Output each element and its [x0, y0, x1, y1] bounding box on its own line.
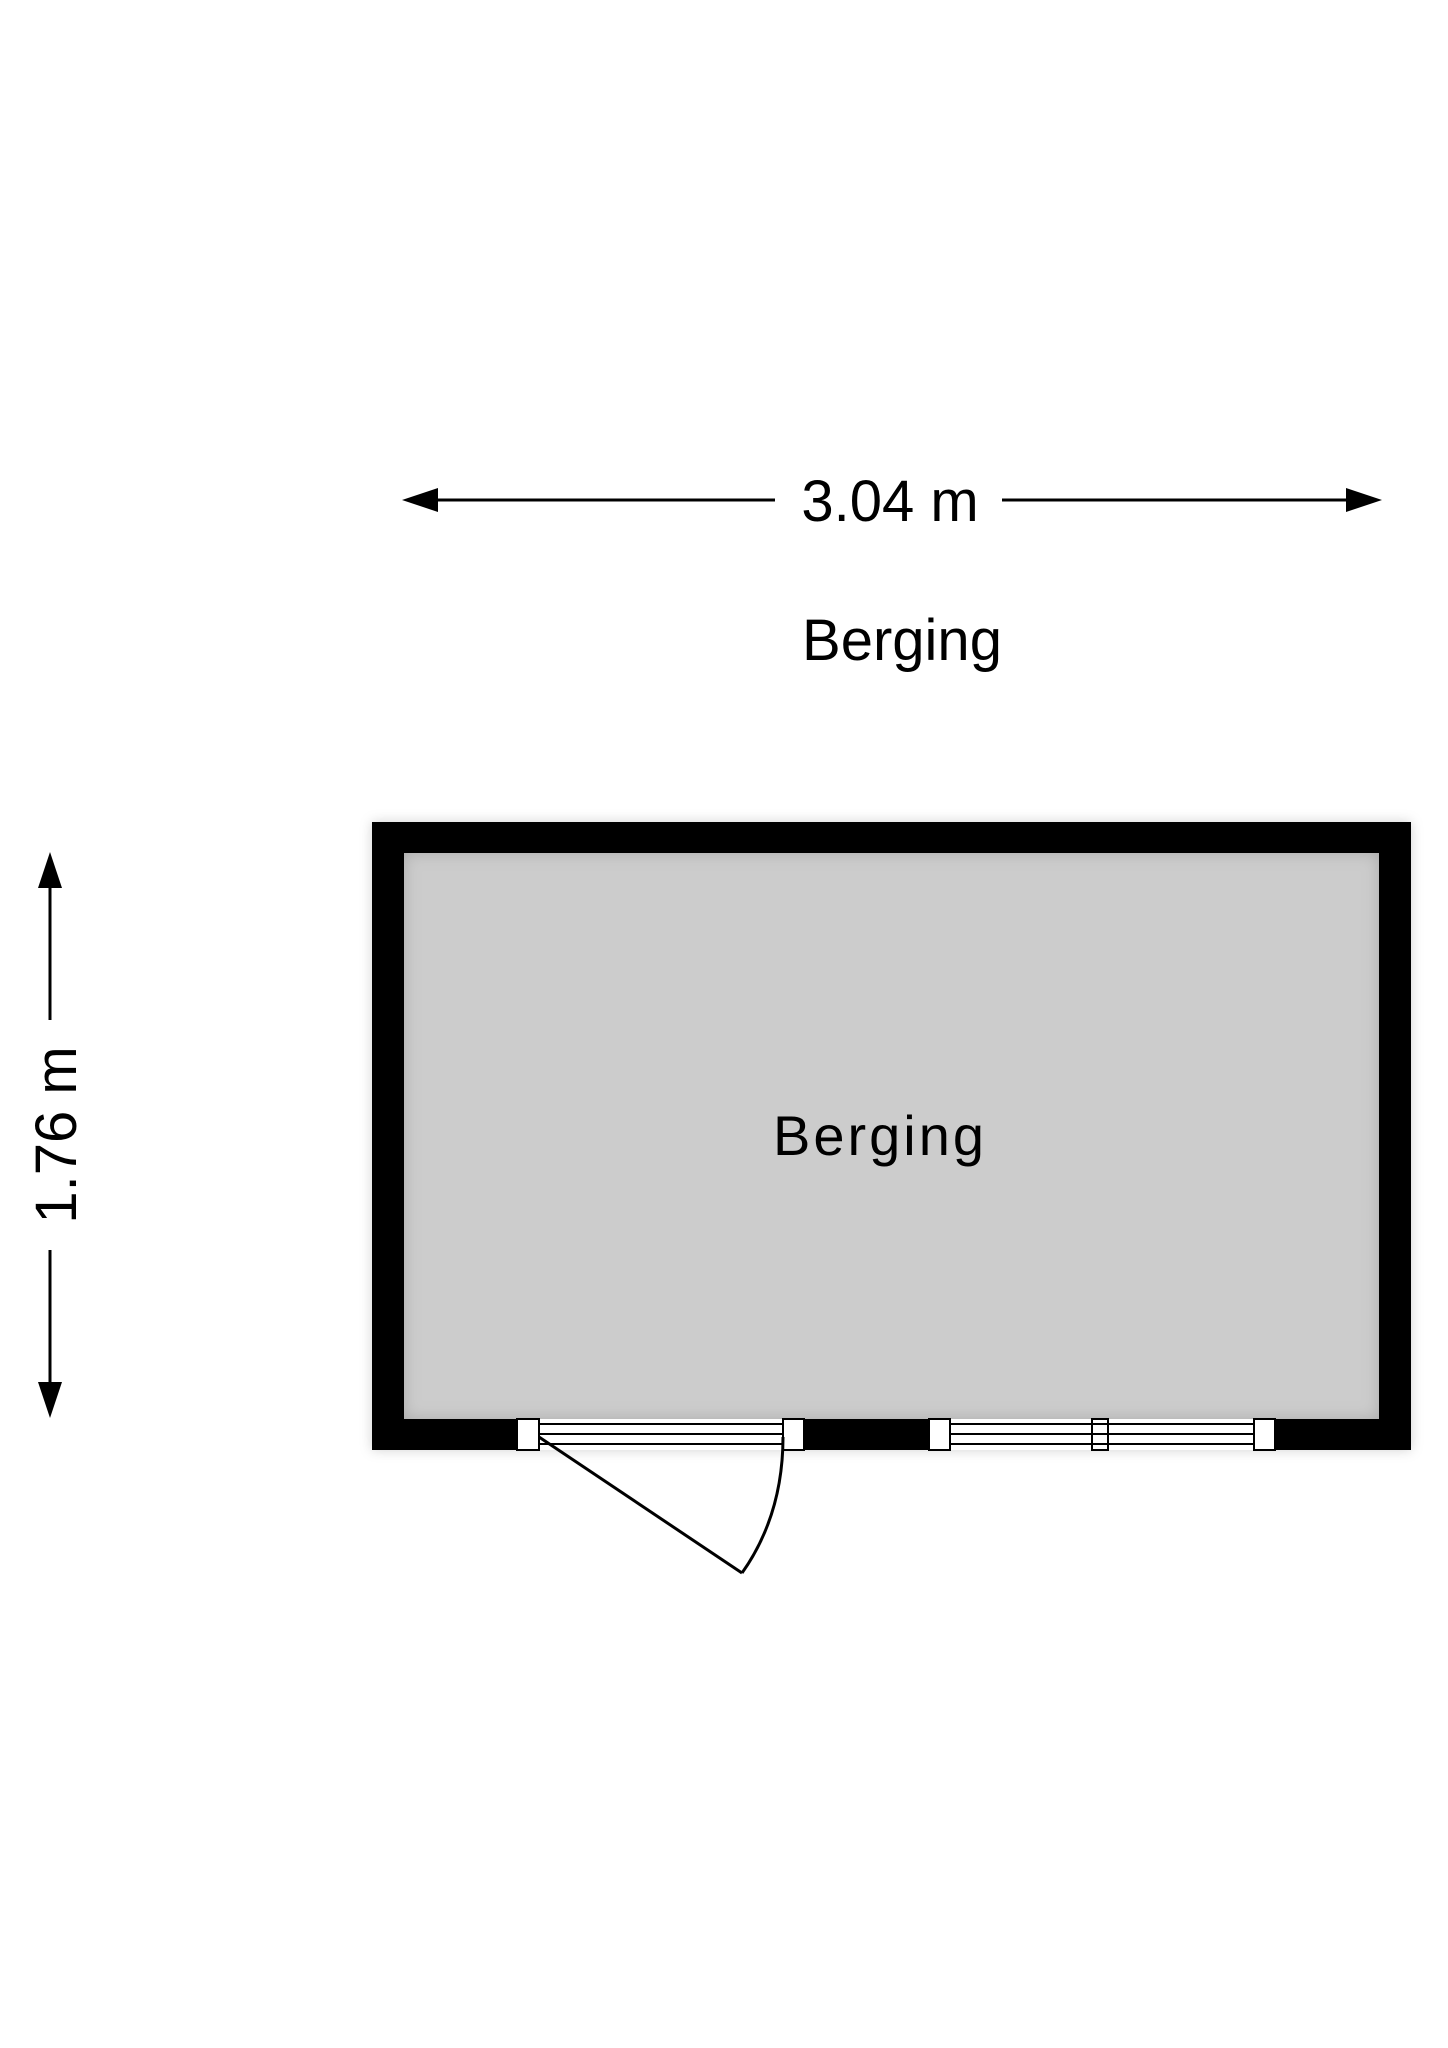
door-leaf [538, 1435, 743, 1575]
width-dimension-label: 3.04 m [801, 469, 978, 534]
room-label: Berging [773, 1104, 987, 1167]
room-berging: Berging [372, 822, 1411, 1450]
door-jamb-right [782, 1418, 805, 1451]
height-dimension: 1.76 m [24, 852, 89, 1418]
arrow-left-icon [402, 488, 438, 512]
window-jamb-left [928, 1418, 951, 1451]
width-dimension: 3.04 m [402, 469, 1382, 534]
door-opening [516, 1418, 805, 1575]
arrow-right-icon [1346, 488, 1382, 512]
door-swing-arc [740, 1436, 785, 1574]
height-dimension-label: 1.76 m [24, 1046, 89, 1223]
plan-title: Berging [802, 608, 1002, 673]
door-jamb-left [516, 1418, 540, 1451]
window-jamb-right [1253, 1418, 1276, 1451]
arrow-up-icon [38, 852, 62, 888]
window-opening [928, 1418, 1276, 1451]
arrow-down-icon [38, 1382, 62, 1418]
room-floor [404, 853, 1379, 1419]
